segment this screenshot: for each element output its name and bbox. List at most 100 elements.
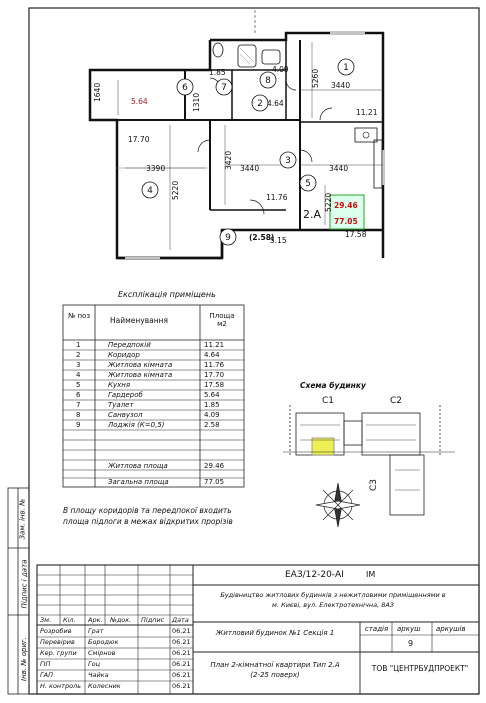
area-label: 17.70 bbox=[128, 135, 150, 144]
room-circles bbox=[141, 58, 355, 246]
sheets-header: аркушів bbox=[436, 625, 466, 633]
side-label-replacement: Зам. інв. № bbox=[18, 498, 27, 540]
person-date: 06.21 bbox=[172, 649, 191, 657]
sheet-header: аркуш bbox=[397, 625, 421, 633]
row-name: Передпокій bbox=[108, 341, 151, 349]
stamp-company: ТОВ "ЦЕНТРБУДПРОЕКТ" bbox=[371, 664, 469, 673]
row-name: Коридор bbox=[108, 351, 140, 359]
building-scheme bbox=[283, 405, 455, 516]
living-area: 29.46 bbox=[334, 201, 358, 210]
room-circle bbox=[251, 94, 269, 112]
row-number: 6 bbox=[76, 391, 81, 399]
room-circle bbox=[337, 58, 355, 76]
row-area: 17.58 bbox=[204, 381, 225, 389]
change-header: Дата bbox=[172, 616, 189, 624]
room-number: 6 bbox=[182, 83, 188, 93]
area-label: 1.85 bbox=[209, 68, 226, 77]
person-role: Розробив bbox=[40, 627, 72, 635]
room-circle bbox=[141, 181, 159, 199]
room-circle bbox=[299, 174, 317, 192]
person-name: Гоц bbox=[88, 660, 101, 668]
area-label: 4.64 bbox=[267, 99, 284, 108]
scheme-label-c3: С3 bbox=[369, 478, 380, 492]
title-block bbox=[36, 564, 480, 695]
row-area: 4.64 bbox=[204, 351, 220, 359]
stamp-code: ЕАЗ/12-20-АІ bbox=[285, 570, 344, 580]
stage-header: стадія bbox=[365, 625, 389, 633]
area-highlight-box bbox=[329, 194, 365, 230]
area-label: 5.15 bbox=[270, 236, 287, 245]
total-area: 77.05 bbox=[334, 217, 358, 226]
change-header: Зм. bbox=[40, 616, 52, 624]
table-header-number: № поз bbox=[67, 312, 91, 320]
room-circle bbox=[215, 78, 233, 96]
scheme-label-c2: С2 bbox=[390, 396, 403, 406]
area-label: 11.21 bbox=[356, 108, 378, 117]
room-number: 3 bbox=[285, 156, 291, 166]
area-labels: 1.85 4.09 5.64 17.70 11.21 4.64 11.76 17… bbox=[128, 65, 378, 245]
table-header-area: Площа м2 bbox=[209, 312, 235, 328]
row-name: Санвузол bbox=[108, 411, 143, 419]
change-header: Кіл. bbox=[63, 616, 76, 624]
change-header: Арк. bbox=[88, 616, 103, 624]
room-numbers: 1 2 3 4 5 6 7 8 9 bbox=[147, 63, 349, 243]
dimension-label: 3440 bbox=[240, 164, 259, 173]
dimension-label: 5220 bbox=[171, 181, 180, 200]
row-area: 2.58 bbox=[204, 421, 220, 429]
room-number: 4 bbox=[147, 186, 153, 196]
person-date: 06.21 bbox=[172, 682, 191, 690]
scheme-label-c1: С1 bbox=[322, 396, 335, 406]
stamp-code-suffix: ІМ bbox=[366, 570, 376, 579]
row-name: Гардероб bbox=[108, 391, 143, 399]
row-area: 5.64 bbox=[204, 391, 220, 399]
row-number: 5 bbox=[76, 381, 81, 389]
person-name: Смірнов bbox=[88, 649, 116, 657]
person-name: Бородюк bbox=[88, 638, 119, 646]
row-name: Житлова кімната bbox=[108, 371, 173, 379]
dimension-label: 3440 bbox=[331, 81, 350, 90]
area-label: 11.76 bbox=[266, 193, 288, 202]
stamp-sheet-title: План 2-кімнатної квартири Тип 2.А (2-25 … bbox=[210, 661, 340, 679]
stamp-building: Житловий будинок №1 Секція 1 bbox=[215, 629, 335, 637]
summary-area: 29.46 bbox=[204, 462, 225, 470]
summary-area: 77.05 bbox=[204, 478, 225, 486]
row-area: 1.85 bbox=[204, 401, 220, 409]
dimension-label: 5220 bbox=[324, 193, 333, 212]
side-strip bbox=[7, 487, 30, 695]
person-role: ГАП bbox=[40, 671, 53, 679]
summary-name: Житлова площа bbox=[108, 462, 168, 470]
dimension-label: 5260 bbox=[311, 69, 320, 88]
table-header-name: Найменування bbox=[110, 316, 169, 325]
dimension-label: 3420 bbox=[224, 151, 233, 170]
person-name: Грат bbox=[88, 627, 104, 635]
compass-icon bbox=[315, 482, 361, 528]
change-header: Підпис bbox=[141, 616, 165, 624]
row-area: 17.70 bbox=[204, 371, 225, 379]
room-number: 7 bbox=[221, 83, 227, 93]
row-name: Лоджія (К=0,5) bbox=[108, 421, 165, 429]
person-date: 06.21 bbox=[172, 627, 191, 635]
row-number: 1 bbox=[76, 341, 81, 349]
summary-name: Загальна площа bbox=[108, 478, 169, 486]
dimension-label: 1640 bbox=[93, 83, 102, 102]
room-number: 5 bbox=[305, 179, 311, 189]
scheme-title: Схема будинку bbox=[300, 381, 366, 390]
row-name: Кухня bbox=[108, 381, 131, 389]
area-label: (2.58) bbox=[249, 233, 274, 242]
side-label-original: Інв. № ориг. bbox=[19, 637, 28, 681]
stamp-object: Будівництво житлових будинків з нежитлов… bbox=[220, 591, 446, 609]
row-number: 8 bbox=[76, 411, 81, 419]
area-label: 4.09 bbox=[272, 65, 289, 74]
room-number: 8 bbox=[265, 76, 271, 86]
area-label: 17.58 bbox=[345, 230, 367, 239]
room-circle bbox=[176, 78, 194, 96]
person-name: Чайка bbox=[88, 671, 109, 679]
row-number: 4 bbox=[76, 371, 81, 379]
dimension-label: 3440 bbox=[329, 164, 348, 173]
person-role: ГІП bbox=[40, 660, 51, 668]
sheet-number: 9 bbox=[408, 639, 414, 648]
row-number: 3 bbox=[76, 361, 81, 369]
explication-table bbox=[62, 304, 245, 488]
